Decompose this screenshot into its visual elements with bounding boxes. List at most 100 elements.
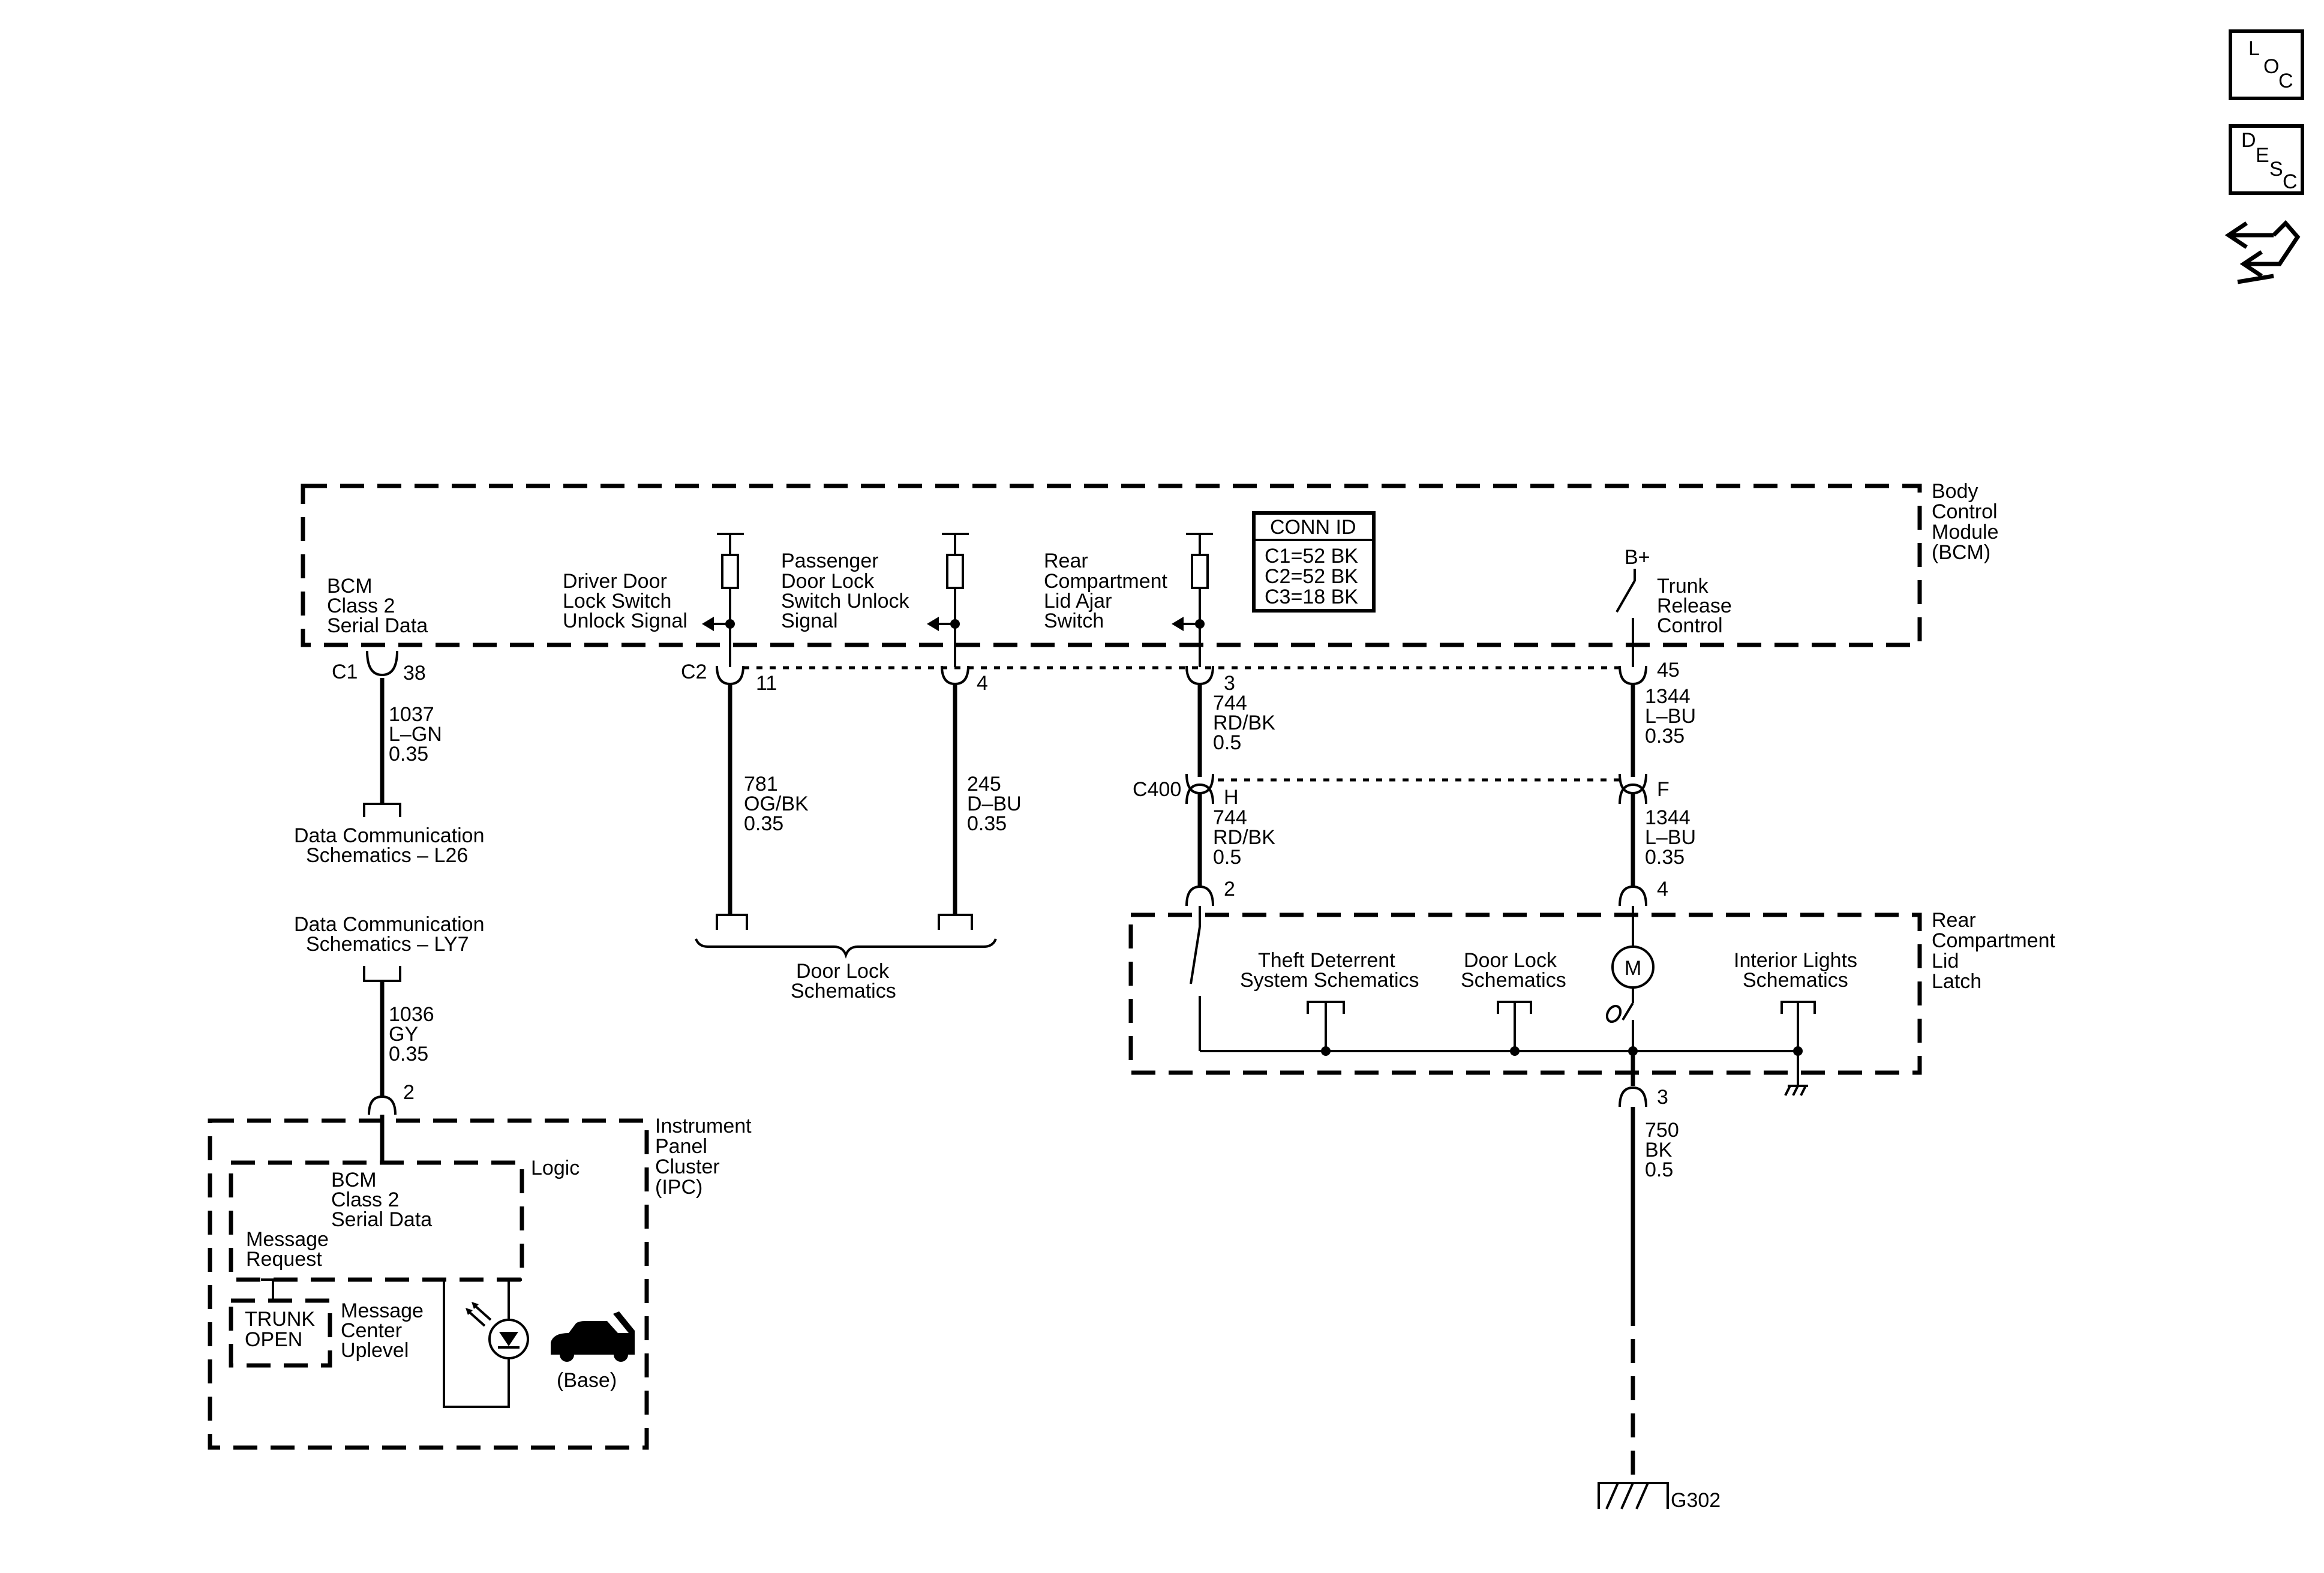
svg-text:BK: BK: [1645, 1139, 1673, 1161]
bcm-serial-data-label: BCM Class 2 Serial Data: [327, 575, 428, 637]
svg-text:38: 38: [403, 662, 426, 685]
wire-245-label: 245 D–BU 0.35: [967, 773, 1022, 835]
svg-text:Panel: Panel: [655, 1135, 707, 1158]
svg-text:Request: Request: [246, 1248, 322, 1271]
trunk-ajar-led-icon: [443, 1278, 529, 1408]
wire-750-label: 750 BK 0.5: [1645, 1119, 1679, 1181]
svg-text:(IPC): (IPC): [655, 1176, 702, 1199]
svg-text:1344: 1344: [1645, 685, 1691, 708]
svg-text:O: O: [2263, 55, 2279, 78]
svg-text:Trunk: Trunk: [1657, 575, 1709, 598]
svg-text:245: 245: [967, 773, 1001, 795]
wire-744-lower-label: 744 RD/BK 0.5: [1213, 806, 1275, 869]
svg-text:Passenger: Passenger: [781, 550, 879, 572]
svg-text:D–BU: D–BU: [967, 792, 1022, 815]
svg-text:C400: C400: [1133, 778, 1181, 801]
svg-text:Data Communication: Data Communication: [294, 824, 484, 847]
svg-text:Class 2: Class 2: [327, 595, 395, 617]
svg-text:0.35: 0.35: [1645, 846, 1685, 869]
passenger-pullup-resistor: [927, 533, 969, 667]
loc-button[interactable]: L O C: [2229, 29, 2304, 100]
svg-text:Lock Switch: Lock Switch: [563, 590, 671, 613]
svg-text:D: D: [2241, 129, 2256, 152]
car-trunk-open-icon: [551, 1311, 635, 1362]
connector-c2: C2 11 4 3 45: [681, 659, 1680, 695]
ipc-title: Instrument Panel Cluster (IPC): [655, 1115, 752, 1199]
svg-text:1036: 1036: [389, 1003, 434, 1026]
svg-text:C: C: [2283, 170, 2298, 193]
svg-text:Schematics: Schematics: [1461, 969, 1566, 992]
svg-text:C1=52 BK: C1=52 BK: [1265, 545, 1358, 568]
svg-text:Rear: Rear: [1044, 550, 1088, 572]
rear-latch-title: Rear Compartment Lid Latch: [1932, 909, 2056, 993]
desc-button[interactable]: D E S C: [2229, 124, 2304, 195]
connector-c400: C400 H F: [1133, 773, 1670, 809]
svg-text:BCM: BCM: [331, 1169, 377, 1191]
door-lock-reference-label: Door Lock Schematics: [791, 960, 896, 1002]
svg-text:Cluster: Cluster: [655, 1155, 720, 1178]
svg-text:GY: GY: [389, 1023, 418, 1046]
message-center-label: Message Center Uplevel: [341, 1299, 424, 1362]
svg-text:CONN ID: CONN ID: [1270, 516, 1356, 539]
svg-text:Release: Release: [1657, 595, 1732, 617]
svg-text:0.35: 0.35: [389, 1043, 428, 1065]
svg-text:Door Lock: Door Lock: [781, 570, 875, 593]
navigate-arrows-icon[interactable]: [2224, 220, 2301, 284]
svg-text:Latch: Latch: [1932, 970, 1981, 993]
rear-compartment-ajar-label: Rear Compartment Lid Ajar Switch: [1044, 550, 1168, 632]
bplus-label: B+: [1625, 546, 1650, 569]
svg-text:C: C: [2278, 70, 2293, 92]
driver-door-lock-label: Driver Door Lock Switch Unlock Signal: [563, 570, 687, 632]
svg-text:Theft Deterrent: Theft Deterrent: [1258, 949, 1395, 972]
svg-text:Control: Control: [1932, 500, 1998, 523]
trunk-release-label: Trunk Release Control: [1657, 575, 1732, 637]
svg-text:Module: Module: [1932, 521, 1999, 544]
wire-1344-upper-label: 1344 L–BU 0.35: [1645, 685, 1696, 748]
svg-text:Driver Door: Driver Door: [563, 570, 667, 593]
svg-text:M: M: [1625, 957, 1641, 980]
svg-text:Schematics – LY7: Schematics – LY7: [306, 933, 469, 956]
svg-text:RD/BK: RD/BK: [1213, 712, 1275, 734]
ipc-serial-data-label: BCM Class 2 Serial Data: [331, 1169, 432, 1231]
svg-text:Serial Data: Serial Data: [331, 1208, 432, 1231]
trunk-open-label: TRUNK OPEN: [245, 1308, 315, 1351]
svg-text:0.5: 0.5: [1213, 846, 1241, 869]
trunk-release-switch: [1616, 569, 1636, 667]
svg-text:750: 750: [1645, 1119, 1679, 1142]
svg-text:0.35: 0.35: [967, 812, 1007, 835]
svg-text:Uplevel: Uplevel: [341, 1339, 409, 1362]
svg-text:L–BU: L–BU: [1645, 826, 1696, 849]
connector-c1: C1 38: [332, 650, 426, 685]
wire-1037-label: 1037 L–GN 0.35: [389, 703, 442, 766]
ly7-reference-label: Data Communication Schematics – LY7: [294, 913, 484, 956]
svg-text:Center: Center: [341, 1319, 402, 1342]
ipc-logic-boundary: [229, 1160, 524, 1282]
svg-text:Schematics: Schematics: [1743, 969, 1848, 992]
svg-text:Switch Unlock: Switch Unlock: [781, 590, 910, 613]
ipc-boundary: [208, 1118, 649, 1450]
svg-text:Control: Control: [1657, 614, 1723, 637]
svg-text:4: 4: [1657, 878, 1668, 900]
svg-text:Schematics: Schematics: [791, 980, 896, 1002]
svg-text:0.5: 0.5: [1645, 1158, 1673, 1181]
svg-text:Door Lock: Door Lock: [796, 960, 890, 983]
svg-text:L–BU: L–BU: [1645, 705, 1696, 728]
svg-text:RD/BK: RD/BK: [1213, 826, 1275, 849]
svg-text:F: F: [1657, 778, 1670, 801]
interior-lights-reference: Interior Lights Schematics: [1734, 949, 1857, 1096]
door-lock-reference-2: Door Lock Schematics: [1461, 949, 1566, 1056]
conn-id-table: CONN ID C1=52 BK C2=52 BK C3=18 BK: [1252, 511, 1376, 613]
svg-text:C1: C1: [332, 661, 358, 683]
svg-text:TRUNK: TRUNK: [245, 1308, 315, 1331]
bcm-boundary: [301, 484, 1922, 647]
svg-text:0.5: 0.5: [1213, 731, 1241, 754]
svg-text:L: L: [2248, 37, 2260, 60]
theft-deterrent-reference: Theft Deterrent System Schematics: [1240, 949, 1419, 1056]
svg-text:Schematics – L26: Schematics – L26: [306, 844, 468, 867]
svg-text:C3=18 BK: C3=18 BK: [1265, 586, 1358, 608]
svg-text:Signal: Signal: [781, 610, 838, 632]
driver-pullup-resistor: [702, 533, 744, 667]
svg-text:Class 2: Class 2: [331, 1188, 399, 1211]
latch-connector-pins: 2 4: [1185, 878, 1668, 906]
l26-reference-label: Data Communication Schematics – L26: [294, 824, 484, 867]
